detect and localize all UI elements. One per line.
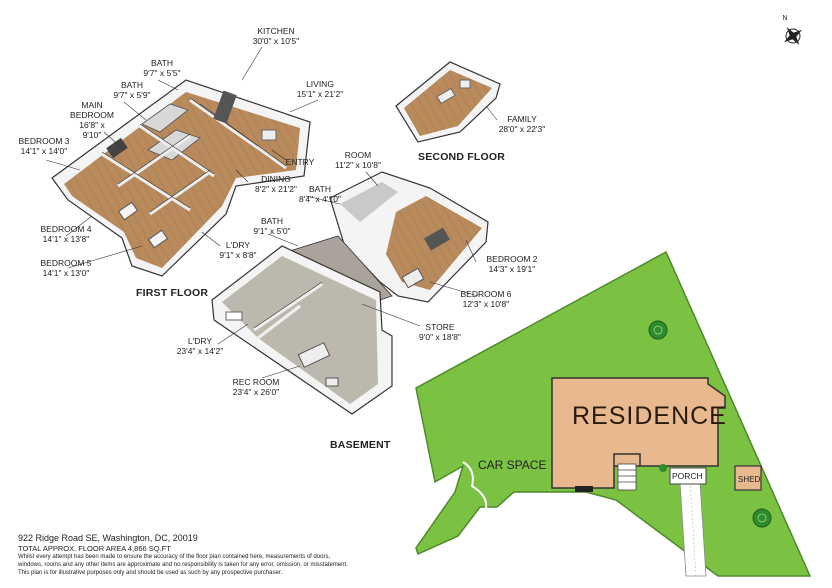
room-label-entry: ENTRY xyxy=(285,157,315,167)
disclaimer-line-2: windows, rooms and any other items are a… xyxy=(18,562,348,568)
residence-footprint xyxy=(551,377,726,489)
porch-label: PORCH xyxy=(672,471,703,481)
car-space-outline xyxy=(462,461,488,509)
tree-icon xyxy=(752,508,772,528)
shed xyxy=(734,465,762,491)
shed-label: SHED xyxy=(738,475,761,484)
disclaimer-line-3: This plan is for illustrative purposes o… xyxy=(18,570,283,576)
tree-icon xyxy=(648,320,668,340)
site-plan xyxy=(415,250,812,577)
floor-title-first: FIRST FLOOR xyxy=(136,287,209,299)
car-space-label: CAR SPACE xyxy=(478,458,547,472)
residence-label: RESIDENCE xyxy=(572,402,727,430)
residence-stairs xyxy=(617,463,637,491)
floor-title-basement: BASEMENT xyxy=(330,439,391,451)
first-floor-plan xyxy=(51,79,311,277)
tree-icon xyxy=(659,464,667,472)
leader-lines xyxy=(45,46,498,379)
total-area: TOTAL APPROX. FLOOR AREA 4,866 SQ.FT xyxy=(18,544,171,553)
porch xyxy=(669,467,707,485)
address: 922 Ridge Road SE, Washington, DC, 20019 xyxy=(18,533,198,543)
floor-title-second: SECOND FLOOR xyxy=(418,151,505,163)
basement-plan xyxy=(211,171,489,415)
second-floor-plan xyxy=(395,61,501,143)
compass-icon xyxy=(783,26,803,46)
disclaimer-line-1: Whilst every attempt has been made to en… xyxy=(18,554,331,560)
compass-north-label: N xyxy=(782,15,788,22)
